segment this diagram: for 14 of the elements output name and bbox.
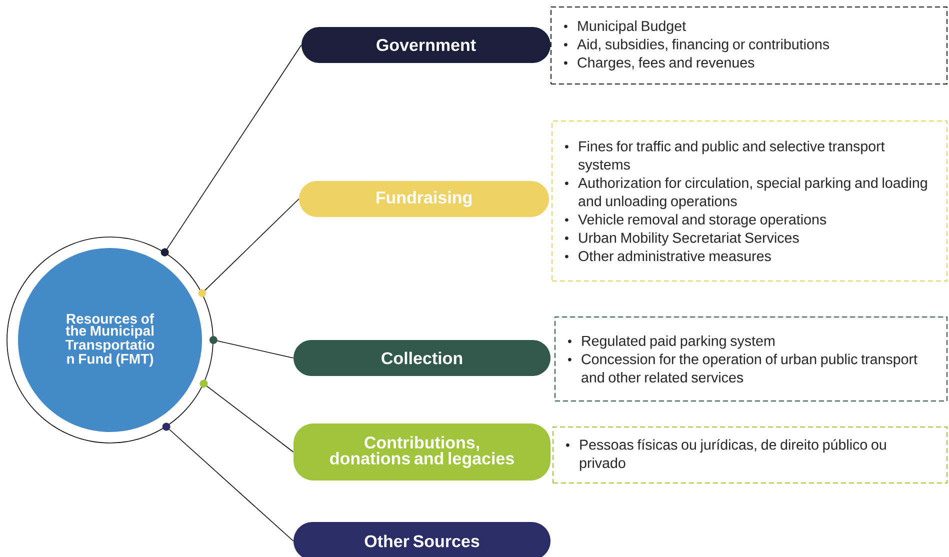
dashed-list-box: Regulated paid parking system Concession for the operation of urban public transport and other related services [554,316,948,402]
category-pill: Other Sources [294,522,550,557]
connector-line [198,198,300,298]
category-pill: Collection [294,340,550,376]
connector-line [209,336,294,358]
category-pill: Contributions, donations and legacies [294,424,550,480]
category-pill: Government [302,27,550,63]
category-pill: Fundraising [299,181,549,217]
connector-line [162,422,294,542]
dashed-list-box: Fines for traffic and public and selective transport systems Authorization for circulation, special parking and loading and unloading operations Vehicle removal and storage operations Urban Mobility Secretariat Services Other administrative measures [552,120,948,282]
dashed-list-box: Pessoas físicas ou jurídicas, de direito público ou privado [552,426,948,484]
connector-line [200,380,294,452]
dashed-list-box: Municipal Budget Aid, subsidies, financing or contributions Charges, fees and revenues [550,6,948,84]
connector-line [160,44,302,256]
